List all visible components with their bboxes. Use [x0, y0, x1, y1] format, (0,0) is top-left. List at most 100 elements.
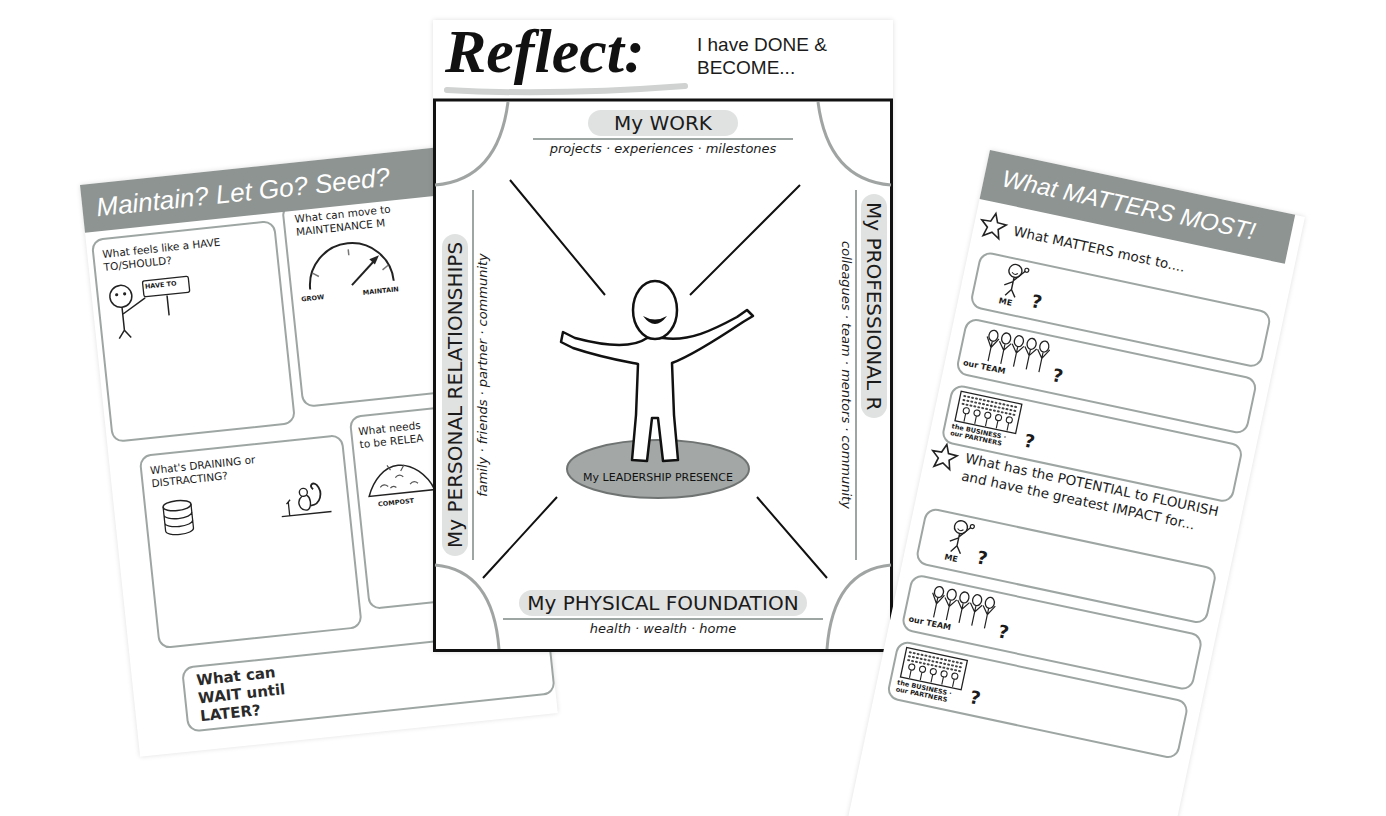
area-band: My PHYSICAL FOUNDATIONhealth · wealth · … [503, 590, 823, 646]
polygon-shape [979, 211, 1008, 240]
rect-shape [435, 100, 892, 651]
text-holder: health · wealth · home [503, 618, 823, 638]
path-shape [908, 652, 964, 671]
path-shape [483, 180, 827, 578]
g-shape [979, 211, 1008, 240]
area-title: My PHYSICAL FOUNDATION [519, 590, 806, 616]
text-holder: ? [1022, 432, 1036, 452]
path-shape [1002, 267, 1025, 298]
circle-shape [930, 668, 937, 675]
area-subtitle: health · wealth · home [503, 618, 823, 638]
path-shape [115, 296, 171, 339]
text-holder: MAINTAIN [363, 286, 400, 296]
circle-shape [984, 412, 991, 419]
path-shape [280, 496, 331, 517]
text-holder: What needs to be RELEA [358, 418, 430, 451]
box-label: our TEAM [908, 615, 952, 632]
circle-shape [1008, 263, 1023, 278]
text-holder: What feels like a HAVE TO/SHOULD? [102, 231, 269, 274]
question-mark: ? [996, 622, 1010, 642]
path-shape [435, 102, 891, 649]
ellipse-shape [1013, 335, 1024, 348]
reflect-sheet: Reflect:I have DONE & BECOME...My WORKpr… [433, 20, 893, 652]
text-holder: our TEAM [962, 359, 1006, 376]
ellipse-shape [163, 499, 192, 512]
text-holder: colleagues · team · mentors · community [837, 190, 857, 560]
prompt-heading: What has the POTENTIAL to FLOURISH and h… [960, 450, 1224, 539]
box-label: ME [998, 297, 1013, 308]
circle-shape [115, 293, 119, 297]
text-holder: COMPOST [378, 498, 415, 508]
area-band: My WORKprojects · experiences · mileston… [533, 110, 793, 160]
path-shape [309, 483, 322, 506]
path-shape [378, 462, 418, 489]
circle-shape [953, 519, 968, 534]
circle-shape [951, 673, 958, 680]
ellipse-shape [946, 588, 957, 601]
question-text: What needs to be RELEA [358, 418, 430, 451]
box-label: our TEAM [962, 359, 1006, 376]
leadership-ellipse-shape [565, 438, 751, 500]
question-mark: ? [1051, 366, 1065, 386]
text-holder: ? [968, 688, 982, 708]
text-holder: What MATTERS MOST! [980, 150, 1296, 264]
area-title: My WORK [588, 110, 738, 136]
question-mark: ? [1030, 292, 1044, 312]
text-holder: GROW [301, 294, 325, 303]
path-shape [306, 239, 394, 290]
ellipse-shape [1001, 332, 1012, 345]
circle-shape [123, 292, 127, 296]
path-shape [163, 504, 194, 536]
gauge-icon [298, 240, 402, 292]
path-shape [963, 396, 1019, 415]
text-holder: What has the POTENTIAL to FLOURISH and h… [960, 450, 1224, 539]
g-shape [963, 407, 1013, 423]
text-holder: ? [1030, 292, 1044, 312]
area-subtitle: colleagues · team · mentors · community [837, 190, 857, 560]
circle-shape [1024, 268, 1029, 273]
question-text: What's DRAINING or DISTRACTING? [150, 445, 332, 490]
rect-shape [142, 276, 189, 297]
text-holder: ME [943, 553, 958, 564]
icon-label: COMPOST [378, 498, 415, 508]
text-holder: ME [998, 297, 1013, 308]
text-holder: projects · experiences · milestones [533, 138, 793, 158]
circle-shape [299, 488, 308, 497]
ellipse-shape [567, 440, 749, 498]
text-holder: My WORK [533, 110, 793, 136]
circle-shape [908, 663, 915, 670]
area-title: My PERSONAL RELATIONSHIPS [442, 234, 468, 556]
gauge-label: GROW [301, 294, 325, 303]
circle-shape [963, 407, 970, 414]
circle-shape [973, 409, 980, 416]
area-subtitle: family · friends · partner · community [472, 190, 492, 560]
path-shape [643, 316, 667, 324]
sheet-subtitle: I have DONE & BECOME... [697, 34, 847, 80]
question-text: What feels like a HAVE TO/SHOULD? [102, 231, 269, 274]
question-mark: ? [1022, 432, 1036, 452]
path-shape [350, 260, 378, 286]
question-box: What's DRAINING or DISTRACTING? [139, 434, 363, 649]
text-holder: family · friends · partner · community [472, 190, 492, 560]
text-holder: ? [975, 548, 989, 568]
polygon-shape [930, 442, 959, 471]
polygon-shape [369, 255, 380, 265]
ellipse-shape [633, 281, 677, 339]
text-holder: What's DRAINING or DISTRACTING? [150, 445, 332, 490]
g-shape [908, 663, 958, 679]
area-band: My PERSONAL RELATIONSHIPSfamily · friend… [440, 190, 502, 560]
question-mark: ? [975, 548, 989, 568]
circle-shape [941, 670, 948, 677]
answer-box: ME? [969, 250, 1273, 369]
text-holder: My PHYSICAL FOUNDATION [503, 590, 823, 616]
area-subtitle: projects · experiences · milestones [533, 138, 793, 158]
me-figure [943, 517, 980, 558]
path-shape [957, 529, 963, 532]
path-shape [310, 245, 388, 277]
path-shape [298, 495, 311, 511]
text-holder: My LEADERSHIP PRESENCE [565, 471, 751, 485]
squirrel-icon [274, 477, 334, 523]
circle-shape [1006, 416, 1013, 423]
compost-pile [363, 454, 437, 499]
circle-shape [995, 414, 1002, 421]
